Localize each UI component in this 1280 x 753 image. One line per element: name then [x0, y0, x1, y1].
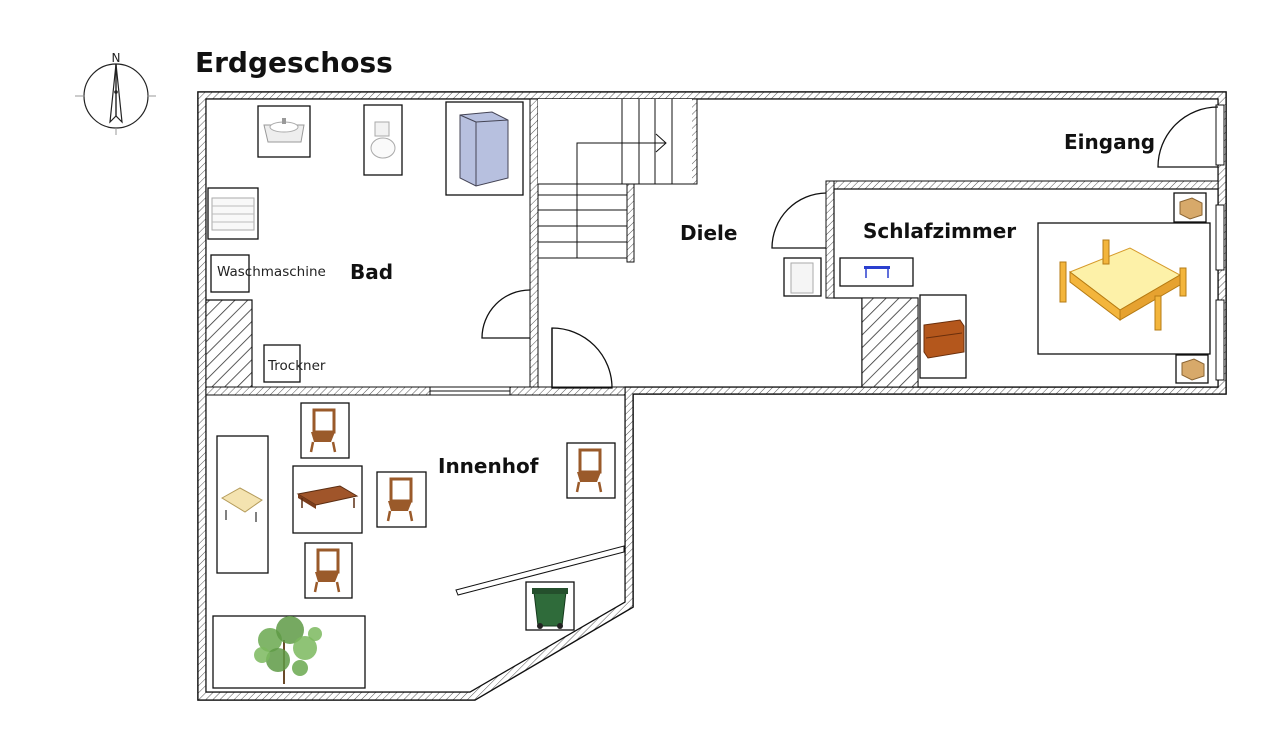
plan-title: Erdgeschoss — [195, 46, 393, 79]
chair-1 — [300, 402, 350, 459]
room-label-bad: Bad — [350, 260, 393, 284]
dryer-label: Trockner — [267, 358, 326, 374]
room-label-innenhof: Innenhof — [438, 454, 539, 478]
shaft-bad — [205, 299, 253, 388]
room-label-eingang: Eingang — [1064, 130, 1155, 154]
box-top — [1173, 192, 1207, 223]
compass-icon: N — [75, 51, 156, 135]
box-bottom — [1175, 354, 1209, 384]
bathroom-cabinet — [207, 187, 259, 240]
garden-rail — [455, 545, 625, 596]
room-label-schlafzimmer: Schlafzimmer — [863, 219, 1016, 243]
staircase — [538, 99, 692, 259]
tree — [212, 615, 366, 689]
chair-4 — [566, 442, 616, 499]
compass-north-label: N — [112, 51, 121, 65]
wardrobe — [783, 257, 822, 297]
shaft-schlafzimmer — [861, 297, 919, 388]
bed — [1037, 222, 1211, 355]
dresser — [919, 294, 967, 379]
washing-machine-label: Waschmaschine — [217, 264, 326, 280]
shower-cabin — [445, 101, 524, 196]
washbasin — [257, 105, 311, 158]
doors — [481, 106, 1219, 389]
toilet — [363, 104, 403, 176]
garden-table — [292, 465, 363, 534]
trash-bin — [525, 581, 575, 631]
chair-3 — [304, 542, 353, 599]
washing-machine: Waschmaschine — [210, 254, 326, 293]
garden-bench — [216, 435, 269, 574]
dryer: Trockner — [263, 344, 326, 383]
room-label-diele: Diele — [680, 221, 737, 245]
desk — [839, 257, 914, 287]
chair-2 — [376, 471, 427, 528]
